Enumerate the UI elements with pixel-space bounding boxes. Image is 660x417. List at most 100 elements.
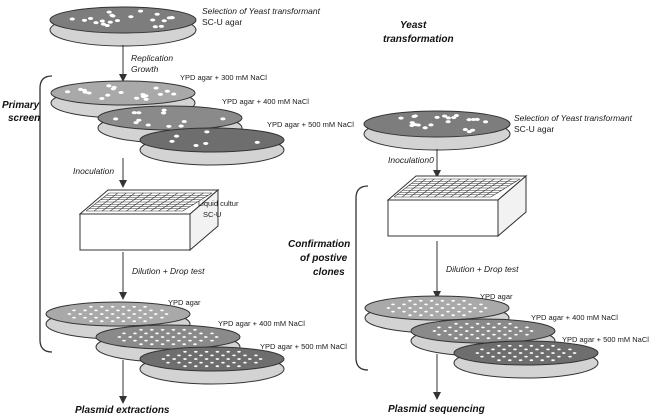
drop-spot: [204, 358, 209, 360]
drop-spot: [508, 352, 512, 354]
drop-spot: [513, 355, 517, 358]
colony: [118, 90, 124, 94]
left-selection-medium: SC-U agar: [202, 17, 242, 27]
drop-spot: [572, 352, 577, 354]
confirmation-label-1: Confirmation: [288, 239, 350, 250]
drop-spot: [183, 358, 187, 360]
drop-spot: [150, 343, 154, 346]
left-well-plate: [78, 188, 220, 252]
left-plate-400-label: YPD agar + 400 mM NaCl: [222, 97, 309, 106]
drop-spot: [160, 316, 164, 319]
colony: [220, 117, 226, 121]
colony: [82, 90, 88, 94]
drop-spot: [508, 337, 512, 340]
colony: [105, 93, 111, 97]
drop-spot: [177, 339, 181, 342]
drop-spot: [100, 305, 104, 308]
colony: [409, 121, 415, 125]
right-well-plate: [386, 174, 528, 238]
drop-spot: [105, 309, 109, 312]
drop-spot: [215, 358, 220, 360]
drop-spot: [132, 313, 136, 315]
drop-spot: [503, 333, 507, 336]
confirmation-bracket: [355, 185, 369, 371]
drop-spot: [193, 343, 197, 346]
drop-spot: [160, 309, 164, 312]
drop-spot: [160, 336, 165, 338]
drop-spot: [448, 333, 452, 336]
drop-spot: [497, 337, 502, 340]
drop-spot: [497, 322, 502, 325]
drop-spot: [540, 352, 544, 354]
drop-spot: [514, 326, 518, 329]
drop-spot: [188, 354, 192, 357]
drop-spot: [568, 355, 572, 358]
drop-spot: [529, 359, 534, 362]
colony: [482, 120, 489, 124]
colony: [445, 116, 452, 120]
drop-spot: [481, 326, 485, 329]
colony: [166, 16, 172, 20]
left-drop-ypd-label: YPD agar: [168, 298, 201, 307]
drop-spot: [386, 307, 391, 309]
colony: [398, 116, 404, 120]
drop-spot: [177, 332, 181, 335]
drop-spot: [214, 336, 219, 338]
drop-spot: [551, 344, 555, 347]
drop-spot: [492, 333, 496, 336]
drop-spot: [116, 309, 120, 312]
drop-spot: [143, 313, 147, 315]
colony: [133, 121, 139, 125]
drop-spot: [419, 307, 423, 309]
drop-spot: [480, 355, 484, 358]
drop-spot: [210, 332, 214, 335]
drop-spot: [437, 326, 441, 329]
drop-spot: [199, 339, 203, 342]
drop-spot: [454, 322, 458, 325]
colony: [474, 117, 480, 121]
colony: [136, 111, 142, 115]
colony: [137, 9, 144, 13]
drop-spot: [122, 332, 126, 335]
colony: [128, 15, 134, 19]
colony: [153, 86, 159, 90]
colony: [171, 92, 177, 96]
drop-spot: [518, 344, 523, 347]
drop-spot: [100, 320, 104, 323]
drop-spot: [413, 303, 417, 306]
drop-spot: [188, 332, 192, 335]
colony: [254, 140, 260, 144]
colony: [152, 25, 158, 29]
drop-spot: [121, 320, 126, 323]
drop-spot: [457, 310, 461, 313]
colony: [158, 24, 165, 28]
drop-spot: [419, 299, 423, 302]
colony: [422, 126, 428, 130]
drop-spot: [502, 355, 506, 358]
drop-spot: [204, 336, 208, 338]
colony: [442, 114, 448, 118]
drop-spot: [160, 328, 165, 331]
drop-spot: [94, 316, 98, 319]
drop-spot: [199, 361, 203, 364]
drop-spot: [562, 352, 566, 354]
drop-spot: [508, 344, 512, 347]
left-selection-plate: [49, 6, 197, 47]
drop-spot: [171, 343, 176, 346]
colony: [203, 141, 209, 145]
drop-spot: [143, 305, 147, 308]
right-dilution: Dilution + Drop test: [446, 264, 519, 274]
drop-spot: [78, 313, 82, 315]
drop-spot: [117, 336, 122, 338]
drop-spot: [83, 309, 87, 312]
drop-spot: [182, 343, 186, 346]
drop-spot: [116, 316, 120, 319]
colony: [470, 117, 477, 121]
drop-spot: [524, 355, 528, 358]
left-plate-500: [139, 127, 285, 166]
primary-screen-bracket: [39, 75, 53, 353]
drop-spot: [166, 332, 170, 335]
colony: [136, 118, 142, 122]
drop-spot: [429, 299, 434, 302]
